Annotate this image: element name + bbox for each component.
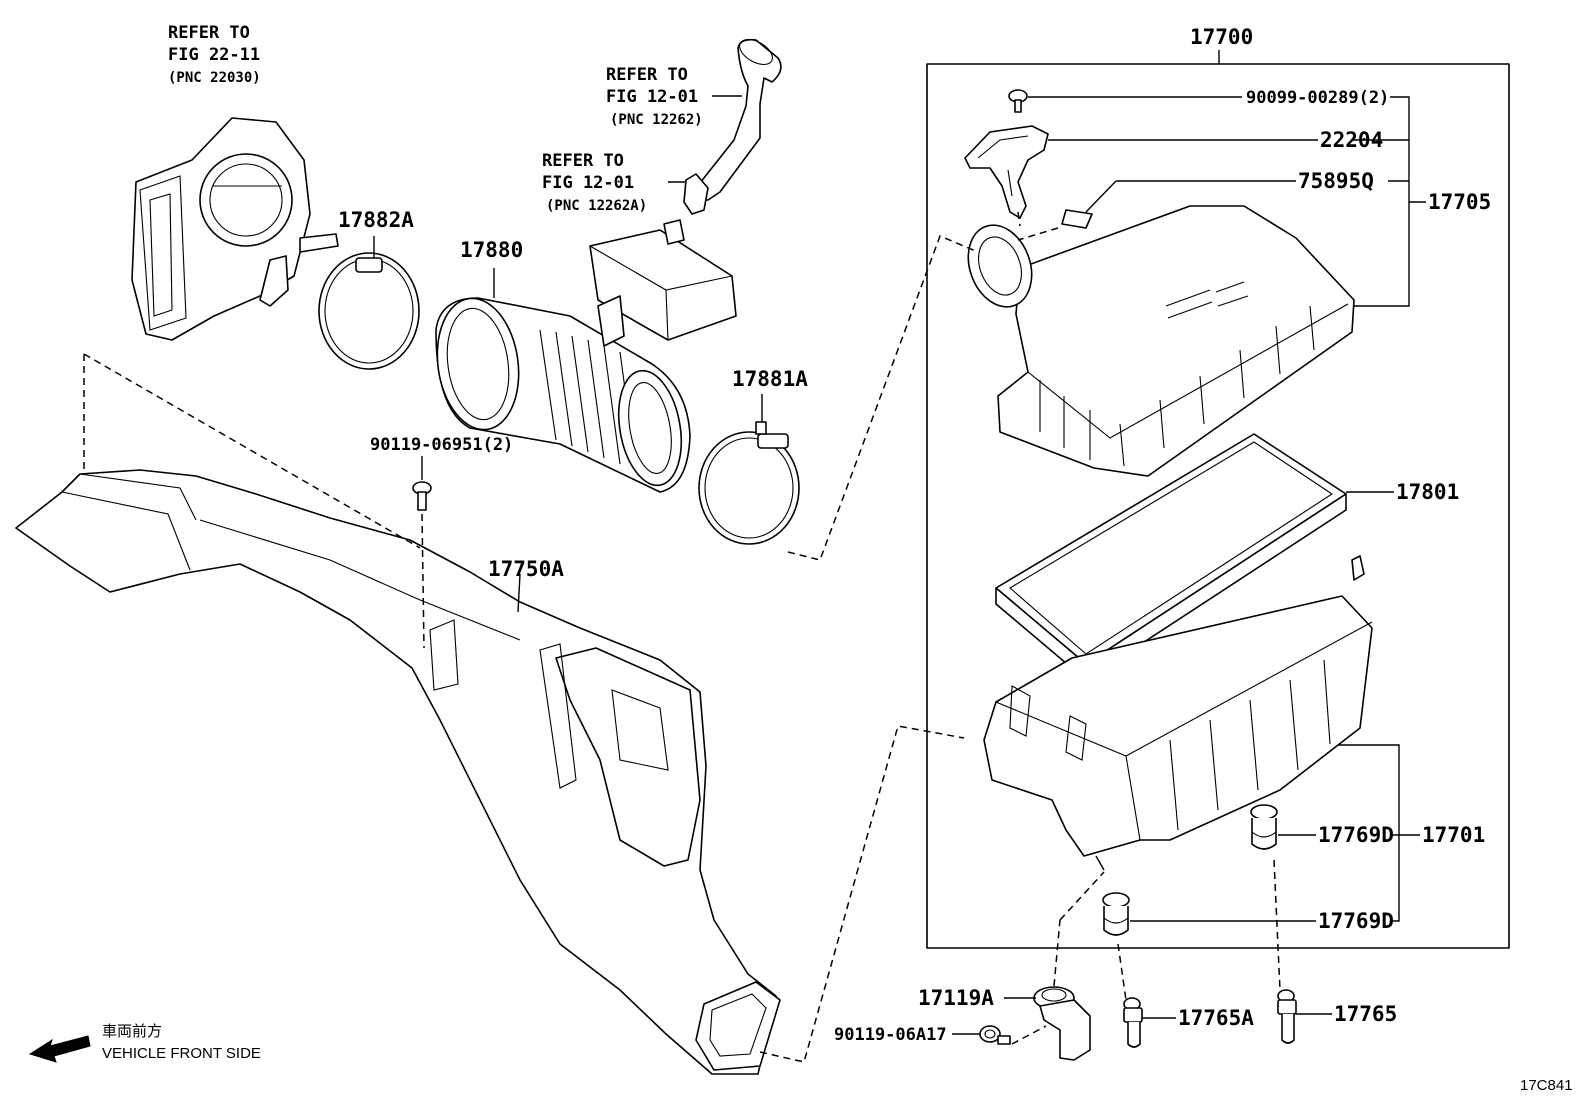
screw-90099 [1008, 89, 1242, 113]
ref-12262: REFER TO FIG 12-01 (PNC 12262) [606, 65, 703, 128]
air-duct-17750a [15, 469, 781, 1075]
label-17880: 17880 [460, 238, 523, 262]
bolt-90119-06a17 [952, 1025, 1047, 1045]
label-17801: 17801 [1396, 480, 1459, 504]
dashed-hose-to-cleaner [787, 235, 979, 561]
label-17882a: 17882A [338, 208, 414, 232]
label-17119a: 17119A [918, 986, 994, 1010]
note-vehicle-front-side: VEHICLE FRONT SIDE [102, 1045, 261, 1062]
bracket-17119a [1004, 871, 1105, 1061]
figure-id: 17C841 [1520, 1077, 1573, 1094]
ref-12262a-line1: REFER TO [542, 151, 624, 171]
air-filter-element [995, 433, 1394, 681]
clamp-17881a [698, 394, 800, 545]
label-22204: 22204 [1320, 128, 1383, 152]
clamp-17882a [318, 236, 420, 370]
front-direction-arrow [28, 1035, 91, 1063]
bolt-90119-06951 [412, 456, 432, 649]
label-plate-75895q [1061, 180, 1296, 229]
label-17705: 17705 [1428, 190, 1491, 214]
label-75895q: 75895Q [1298, 169, 1374, 193]
ref-12262-line3: (PNC 12262) [610, 112, 703, 128]
pin-17765a [1123, 997, 1176, 1048]
ref-12262-line2: FIG 12-01 [606, 87, 698, 107]
bracket-17701 [1335, 744, 1420, 922]
ref-22030-line2: FIG 22-11 [168, 45, 260, 65]
bracket-17705 [1352, 96, 1426, 307]
label-90119-06951: 90119-06951(2) [370, 435, 513, 455]
intake-hose-17880 [435, 268, 691, 493]
ref-22030-line1: REFER TO [168, 23, 250, 43]
note-japanese: 車両前方 [102, 1023, 162, 1040]
ref-12262a: REFER TO FIG 12-01 (PNC 12262A) [542, 151, 647, 214]
mass-air-flow-sensor-22204 [964, 125, 1318, 219]
ref-22030-line3: (PNC 22030) [168, 70, 261, 86]
label-17700: 17700 [1190, 25, 1253, 49]
resonator [589, 219, 737, 347]
label-17701: 17701 [1422, 823, 1485, 847]
assembly-frame-17700 [926, 63, 1510, 949]
throttle-body [131, 117, 339, 341]
label-17750a: 17750A [488, 557, 564, 581]
label-17769d-lower: 17769D [1318, 909, 1394, 933]
label-17765a: 17765A [1178, 1006, 1254, 1030]
grommet-17769d-upper [1250, 804, 1316, 991]
dashed-duct-to-case [759, 725, 965, 1063]
air-cleaner-case [983, 555, 1373, 871]
label-17769d-upper: 17769D [1318, 823, 1394, 847]
label-17765: 17765 [1334, 1002, 1397, 1026]
label-90099-00289: 90099-00289(2) [1246, 88, 1389, 108]
label-17881a: 17881A [732, 367, 808, 391]
ref-12262-line1: REFER TO [606, 65, 688, 85]
grommet-17769d-lower [1102, 892, 1316, 1001]
ref-22030: REFER TO FIG 22-11 (PNC 22030) [168, 23, 261, 86]
ref-12262a-line3: (PNC 12262A) [546, 198, 647, 214]
breather-hose [668, 38, 782, 215]
ref-12262a-line2: FIG 12-01 [542, 173, 634, 193]
label-90119-06a17: 90119-06A17 [834, 1025, 947, 1045]
air-cleaner-cap [967, 205, 1355, 477]
pin-17765 [1277, 989, 1332, 1044]
